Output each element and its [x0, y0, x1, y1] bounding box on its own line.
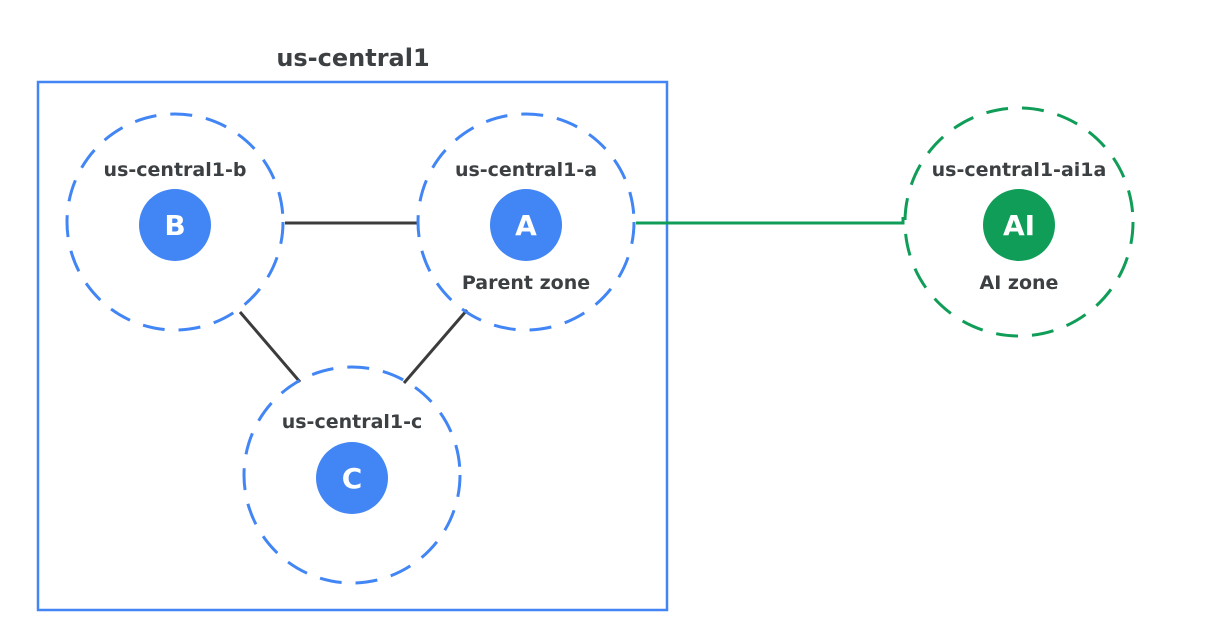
zone-ai-node	[983, 189, 1055, 261]
zone-c-node	[316, 442, 388, 514]
zone-c-boundary	[242, 365, 462, 585]
zone-ai-boundary	[903, 106, 1135, 338]
zone-ai-badge: AI	[1003, 209, 1035, 242]
zone-a: us-central1-a A Parent zone	[416, 112, 636, 332]
zone-a-caption: Parent zone	[462, 272, 590, 294]
zone-c-name: us-central1-c	[282, 411, 423, 433]
zone-a-name: us-central1-a	[455, 159, 597, 181]
zone-ai-caption: AI zone	[980, 272, 1059, 294]
zone-b-boundary	[65, 112, 285, 332]
zone-b-name: us-central1-b	[104, 159, 247, 181]
zone-b: us-central1-b B	[65, 112, 285, 332]
zone-b-node	[139, 189, 211, 261]
zone-c-badge: C	[342, 462, 363, 495]
link-a-ai	[636, 217, 905, 225]
zone-b-badge: B	[164, 209, 185, 242]
region-box	[36, 80, 669, 612]
region-title: us-central1	[276, 44, 429, 72]
link-b-c	[238, 311, 302, 383]
zone-ai: us-central1-ai1a AI AI zone	[903, 106, 1135, 338]
link-a-c	[402, 309, 469, 384]
zone-a-node	[490, 189, 562, 261]
zone-c: us-central1-c C	[242, 365, 462, 585]
zone-ai-name: us-central1-ai1a	[932, 159, 1107, 181]
zone-a-badge: A	[515, 209, 537, 242]
zone-a-boundary	[416, 112, 636, 332]
